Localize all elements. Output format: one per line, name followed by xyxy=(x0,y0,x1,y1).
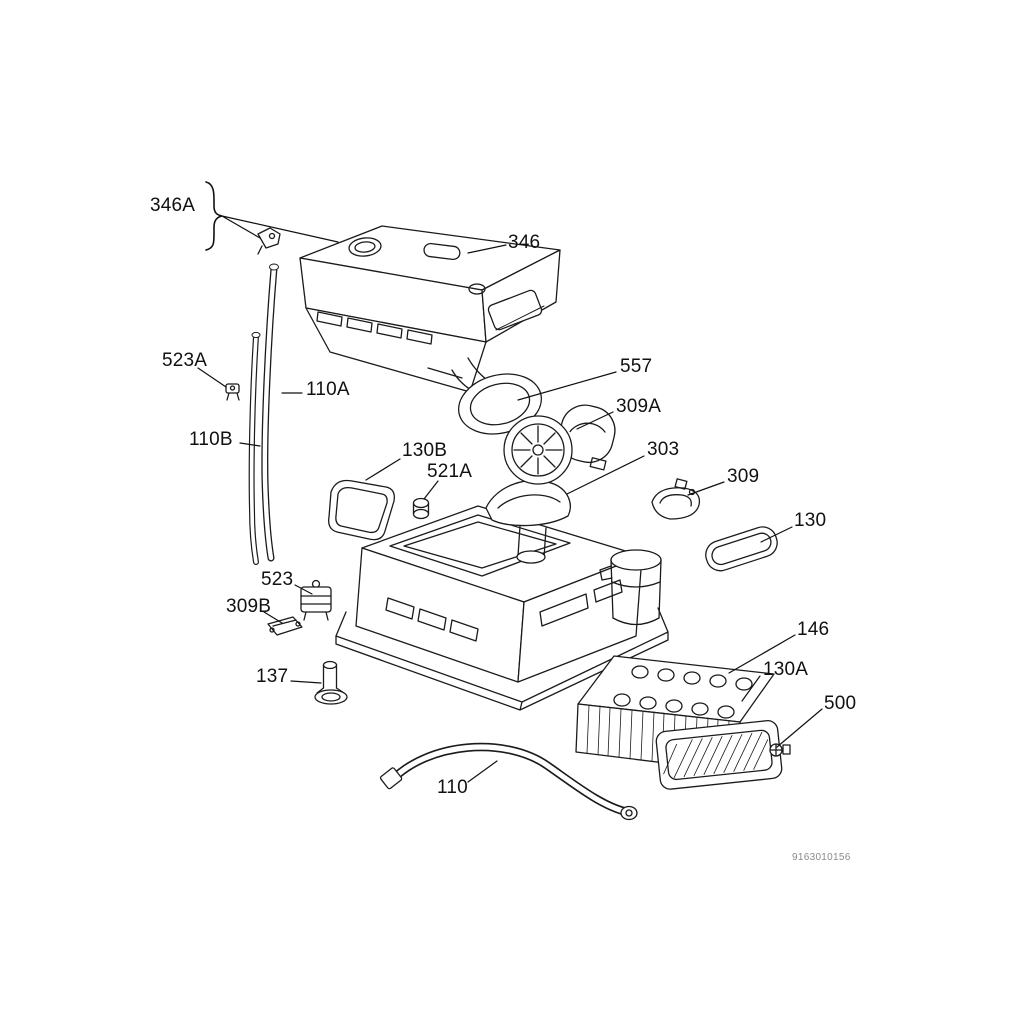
part-label-130b: 130B xyxy=(402,440,448,461)
part-label-110a: 110A xyxy=(306,379,350,400)
tube-110a-part xyxy=(261,263,279,562)
container-part xyxy=(599,549,662,626)
part-label-130: 130 xyxy=(794,510,827,531)
screw-part xyxy=(769,743,791,757)
part-label-309b: 309B xyxy=(226,596,272,617)
part-label-110: 110 xyxy=(437,777,468,798)
gasket-130b-part xyxy=(328,479,395,541)
part-label-346: 346 xyxy=(508,232,541,253)
exchanger-holes xyxy=(613,665,753,719)
duct-part xyxy=(485,479,571,564)
foot-part xyxy=(314,660,348,705)
part-label-309a: 309A xyxy=(616,396,662,417)
filter-frame-part xyxy=(655,720,783,790)
part-label-521a: 521A xyxy=(427,461,473,482)
part-label-110b: 110B xyxy=(189,429,233,450)
hose-part xyxy=(379,742,638,821)
part-label-500: 500 xyxy=(824,693,857,714)
clip-part xyxy=(225,383,240,401)
part-label-346a: 346A xyxy=(150,195,196,216)
document-number: 9163010156 xyxy=(792,852,851,863)
part-label-303: 303 xyxy=(647,439,680,460)
ring-part xyxy=(457,373,543,435)
part-label-309: 309 xyxy=(727,466,760,487)
main-housing-part xyxy=(335,505,669,711)
cover-part xyxy=(651,478,701,520)
fan-wheel-part xyxy=(503,415,573,485)
bracket-part xyxy=(267,616,303,636)
part-label-137: 137 xyxy=(256,666,289,687)
tube-110b-part xyxy=(248,331,261,565)
dispenser-assembly-part xyxy=(257,225,561,397)
brace-346a xyxy=(205,181,223,251)
part-label-523: 523 xyxy=(261,569,294,590)
part-label-130a: 130A xyxy=(763,659,809,680)
switch-part xyxy=(300,579,332,621)
part-label-523a: 523A xyxy=(162,350,208,371)
gasket-130-part xyxy=(705,526,778,572)
part-label-557: 557 xyxy=(620,356,653,377)
part-label-146: 146 xyxy=(797,619,830,640)
plug-part xyxy=(412,497,430,520)
leader-lines xyxy=(197,181,823,783)
